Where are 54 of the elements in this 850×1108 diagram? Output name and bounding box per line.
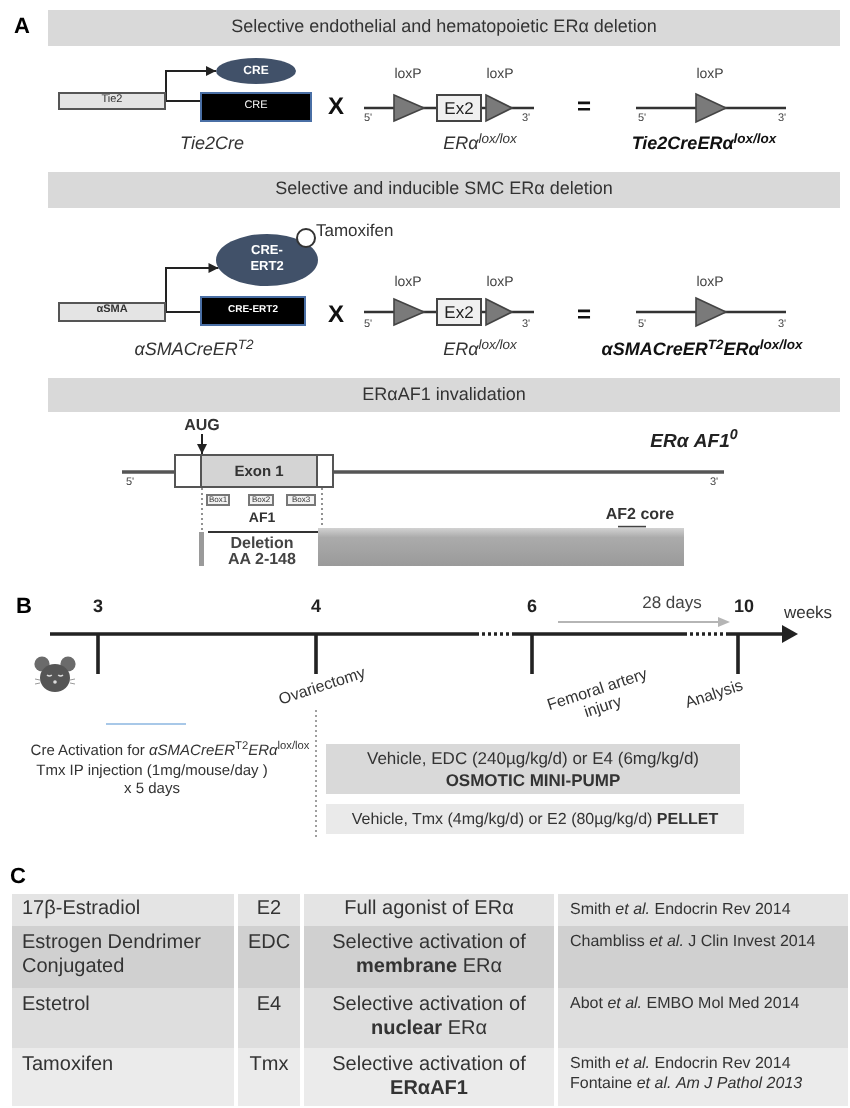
domain-label: AF2 core bbox=[605, 505, 675, 523]
compound-name: Tamoxifen bbox=[22, 1054, 114, 1078]
week-number: 3 bbox=[93, 596, 103, 616]
section-header-band: Selective and inducible SMC ERα deletion bbox=[48, 172, 840, 208]
mechanism-text: Selective activation of membrane ERα bbox=[330, 932, 528, 980]
deletion-label: Deletion AA 2-148 bbox=[226, 536, 298, 568]
panel-letter: B bbox=[16, 597, 32, 619]
panel-letter: A bbox=[14, 17, 30, 39]
genotype-label: Tie2Cre bbox=[180, 133, 244, 155]
week-number: 6 bbox=[527, 596, 537, 616]
compound-abbreviation: E2 bbox=[256, 898, 282, 922]
allele-label: ERα AF1$^{0}$ bbox=[650, 431, 738, 453]
genotype-label: Tie2CreERα$^{lox/lox}$ bbox=[631, 133, 777, 155]
cross-symbol: X bbox=[328, 302, 344, 326]
section-header-band: Selective endothelial and hematopoietic ERα deletion bbox=[48, 10, 840, 46]
compound-name: 17β-Estradiol bbox=[22, 898, 141, 922]
genotype-label: ERα$^{lox/lox}$ bbox=[443, 133, 517, 155]
axis-unit-label: weeks bbox=[783, 602, 833, 622]
duration-label: 28 days bbox=[642, 592, 702, 612]
genotype-label: αSMACreER$^{T2}$ERα$^{lox/lox}$ bbox=[601, 339, 803, 361]
exon-box: Ex2 bbox=[436, 94, 482, 122]
treatment-text: Vehicle, Tmx (4mg/kg/d) or E2 (80µg/kg/d) PELLET bbox=[351, 809, 719, 829]
connector-line bbox=[165, 100, 201, 102]
event-label: Analysis bbox=[682, 676, 746, 712]
genotype-label: αSMACreER$^{T2}$ bbox=[134, 339, 254, 361]
equals-symbol: = bbox=[577, 302, 591, 326]
panel-letter: C bbox=[10, 867, 26, 889]
week-number: 10 bbox=[734, 596, 754, 616]
connector-line bbox=[165, 311, 201, 313]
delivery-method-label: OSMOTIC MINI-PUMP bbox=[445, 769, 621, 791]
section-header-band: ERαAF1 invalidation bbox=[48, 378, 840, 412]
arrow bbox=[197, 433, 207, 455]
exon-box: Ex2 bbox=[436, 298, 482, 326]
citation-text: Smith et al. Endocrin Rev 2014 bbox=[570, 900, 791, 920]
genotype-label: ERα$^{lox/lox}$ bbox=[443, 339, 517, 361]
compound-abbreviation: EDC bbox=[247, 932, 291, 956]
equals-symbol: = bbox=[577, 94, 591, 118]
citation-text: Chambliss et al. J Clin Invest 2014 bbox=[570, 932, 816, 952]
treatment-text: Vehicle, EDC (240µg/kg/d) or E4 (6mg/kg/d) bbox=[367, 747, 699, 769]
mechanism-text: Selective activation of ERαAF1 bbox=[330, 1054, 528, 1102]
ligand-label: Tamoxifen bbox=[316, 220, 394, 240]
citation-text: Smith et al. Endocrin Rev 2014 bbox=[570, 1054, 791, 1074]
compound-name: Estetrol bbox=[22, 994, 90, 1018]
compound-abbreviation: E4 bbox=[256, 994, 282, 1018]
week-number: 4 bbox=[311, 596, 321, 616]
cross-symbol: X bbox=[328, 94, 344, 118]
compound-abbreviation: Tmx bbox=[249, 1054, 289, 1078]
treatment-panel bbox=[326, 744, 740, 794]
citation-text: Abot et al. EMBO Mol Med 2014 bbox=[570, 994, 800, 1014]
citation-text: Fontaine et al. Am J Pathol 2013 bbox=[570, 1074, 803, 1094]
mechanism-text: Selective activation of nuclear ERα bbox=[330, 994, 528, 1042]
compound-name: Estrogen Dendrimer Conjugated bbox=[22, 932, 203, 980]
start-codon-label: AUG bbox=[182, 416, 222, 434]
mechanism-text: Full agonist of ERα bbox=[344, 898, 514, 922]
